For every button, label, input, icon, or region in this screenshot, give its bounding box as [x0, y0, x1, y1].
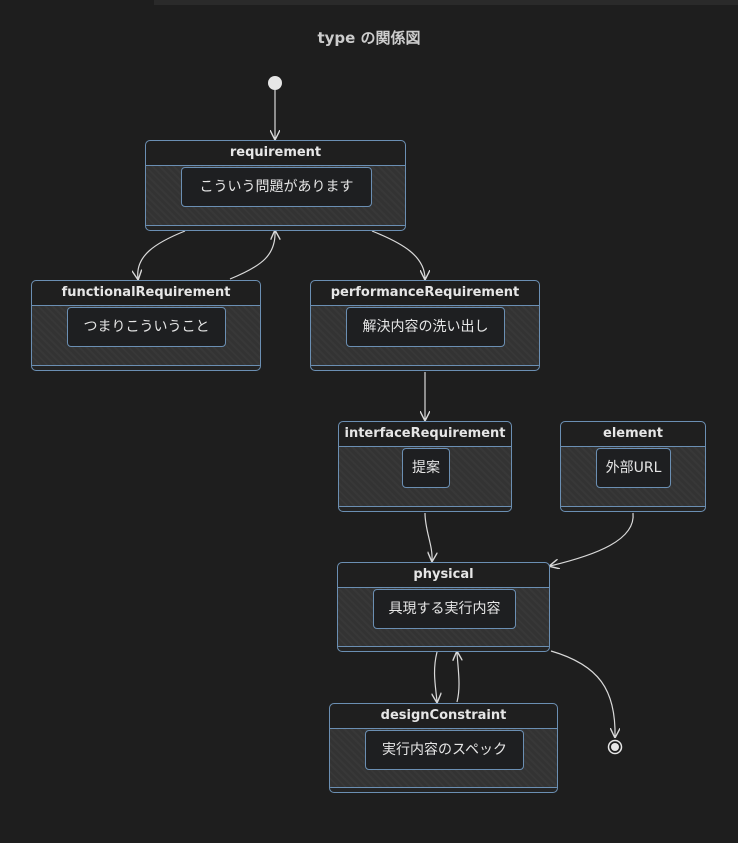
state-name: physical — [338, 563, 549, 588]
state-note: 具現する実行内容 — [373, 589, 516, 629]
end-node-outer — [607, 739, 623, 755]
state-name: functionalRequirement — [32, 281, 260, 306]
edge-design-physical — [457, 652, 459, 703]
state-element: element 外部URL — [560, 421, 706, 512]
edge-functional-requirement — [229, 231, 275, 280]
state-name: element — [561, 422, 705, 447]
state-note: 外部URL — [596, 448, 671, 488]
state-note: こういう問題があります — [181, 167, 372, 207]
state-performance-requirement: performanceRequirement 解決内容の洗い出し — [310, 280, 540, 371]
edge-element-physical — [550, 512, 634, 566]
state-name: performanceRequirement — [311, 281, 539, 306]
edge-physical-end — [550, 650, 615, 737]
state-physical: physical 具現する実行内容 — [337, 562, 550, 652]
state-note: 解決内容の洗い出し — [346, 307, 505, 347]
state-note: 実行内容のスペック — [365, 730, 524, 770]
end-node-inner — [611, 743, 619, 751]
diagram-title: type の関係図 — [317, 29, 421, 47]
state-requirement: requirement こういう問題があります — [145, 140, 406, 231]
state-note: 提案 — [402, 448, 450, 488]
state-interface-requirement: interfaceRequirement 提案 — [338, 421, 512, 512]
edge-requirement-functional — [138, 230, 186, 279]
state-functional-requirement: functionalRequirement つまりこういうこと — [31, 280, 261, 371]
state-note: つまりこういうこと — [67, 307, 226, 347]
state-name: interfaceRequirement — [339, 422, 511, 447]
top-bar — [154, 0, 738, 5]
state-design-constraint: designConstraint 実行内容のスペック — [329, 703, 558, 793]
edge-interface-physical — [424, 512, 432, 561]
state-name: designConstraint — [330, 704, 557, 729]
state-name: requirement — [146, 141, 405, 166]
start-node — [268, 76, 282, 90]
edge-physical-design — [435, 651, 437, 702]
edge-requirement-performance — [371, 230, 425, 279]
